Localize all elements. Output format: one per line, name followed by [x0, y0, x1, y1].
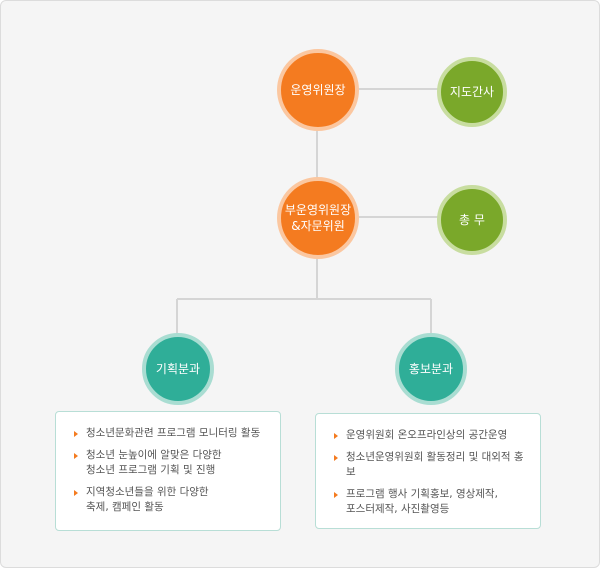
promotion-node: 홍보분과: [395, 333, 467, 405]
vice-chair-label: 부운영위원장 &자문위원: [284, 203, 352, 233]
planning-description-box: 청소년문화관련 프로그램 모니터링 활동 청소년 눈높이에 알맞은 다양한 청소…: [55, 411, 281, 531]
promotion-item: 청소년운영위원회 활동정리 및 대외적 홍보: [334, 450, 528, 480]
planning-item-text: 지역청소년들을 위한 다양한 축제, 캠페인 활동: [86, 486, 209, 513]
chair-label: 운영위원장: [290, 83, 346, 97]
promotion-item-list: 운영위원회 온오프라인상의 공간운영 청소년운영위원회 활동정리 및 대외적 홍…: [334, 428, 528, 517]
promotion-item-text: 프로그램 행사 기획홍보, 영상제작, 포스터제작, 사진촬영등: [346, 488, 498, 515]
promotion-label: 홍보분과: [408, 362, 454, 376]
promotion-description-box: 운영위원회 온오프라인상의 공간운영 청소년운영위원회 활동정리 및 대외적 홍…: [315, 413, 541, 529]
bullet-icon: [74, 431, 78, 437]
general-affairs-label: 총 무: [459, 213, 485, 227]
planning-node: 기획분과: [142, 333, 214, 405]
planning-item-text: 청소년문화관련 프로그램 모니터링 활동: [86, 427, 261, 439]
planning-item: 청소년 눈높이에 알맞은 다양한 청소년 프로그램 기획 및 진행: [74, 448, 268, 478]
bullet-icon: [334, 433, 338, 439]
chair-node: 운영위원장: [277, 49, 359, 131]
planning-item-text: 청소년 눈높이에 알맞은 다양한 청소년 프로그램 기획 및 진행: [86, 449, 222, 476]
vice-chair-node: 부운영위원장 &자문위원: [277, 177, 359, 259]
auditor-node: 지도간사: [437, 57, 507, 127]
promotion-item: 운영위원회 온오프라인상의 공간운영: [334, 428, 528, 443]
bullet-icon: [74, 453, 78, 459]
promotion-item-text: 운영위원회 온오프라인상의 공간운영: [346, 429, 508, 441]
bullet-icon: [334, 492, 338, 498]
bullet-icon: [334, 455, 338, 461]
promotion-item-text: 청소년운영위원회 활동정리 및 대외적 홍보: [346, 451, 524, 478]
general-affairs-node: 총 무: [437, 185, 507, 255]
planning-label: 기획분과: [155, 362, 201, 376]
promotion-item: 프로그램 행사 기획홍보, 영상제작, 포스터제작, 사진촬영등: [334, 487, 528, 517]
planning-item: 지역청소년들을 위한 다양한 축제, 캠페인 활동: [74, 485, 268, 515]
bullet-icon: [74, 490, 78, 496]
planning-item: 청소년문화관련 프로그램 모니터링 활동: [74, 426, 268, 441]
auditor-label: 지도간사: [449, 85, 495, 99]
planning-item-list: 청소년문화관련 프로그램 모니터링 활동 청소년 눈높이에 알맞은 다양한 청소…: [74, 426, 268, 515]
